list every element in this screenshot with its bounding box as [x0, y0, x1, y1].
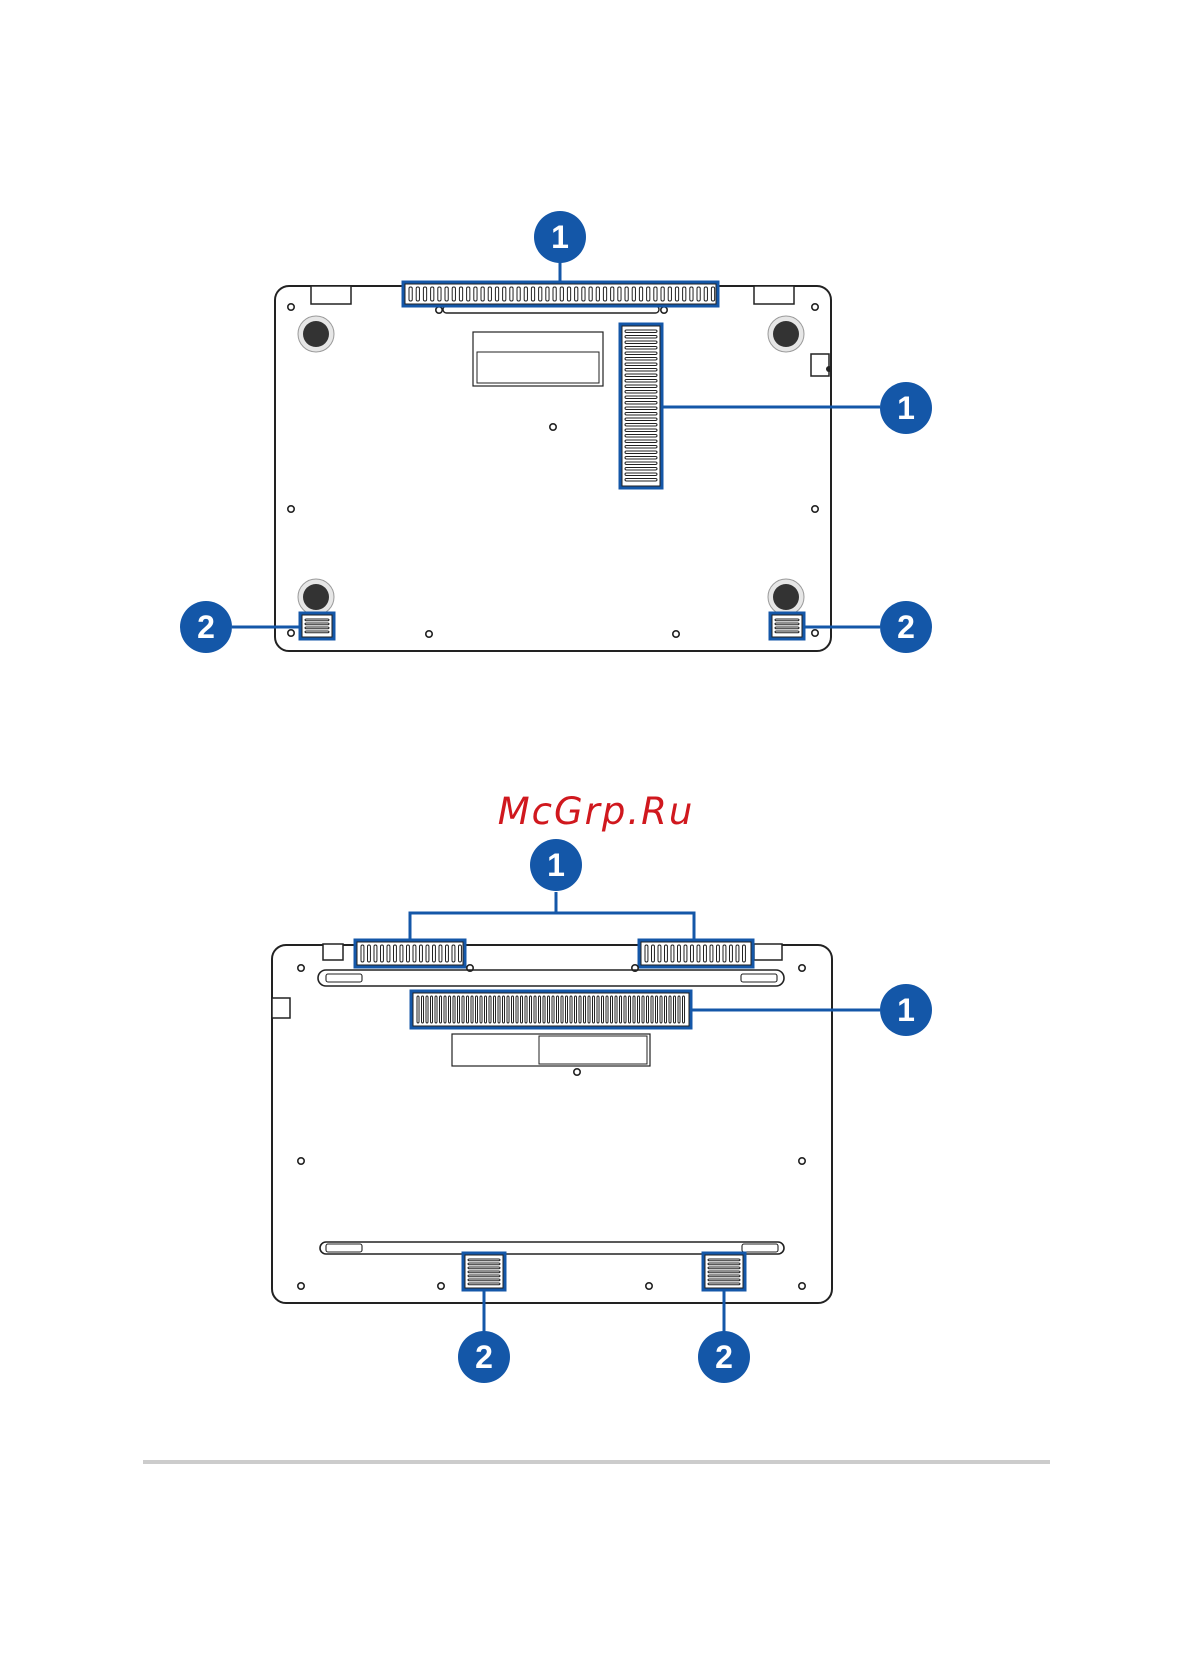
lock-slot-dot: [826, 366, 832, 372]
strip-pad: [326, 974, 362, 982]
callout-number: 2: [197, 609, 215, 645]
hinge-tab: [323, 944, 343, 960]
callout-1-top-vents: 1: [534, 211, 586, 263]
watermark-text: McGrp.Ru: [0, 790, 1192, 833]
callout-1-center-vents: 1: [880, 984, 932, 1036]
left-speaker: [302, 615, 332, 637]
callout-number: 2: [897, 609, 915, 645]
rubber-foot-inner: [303, 321, 329, 347]
callout-2-left-speaker: 2: [458, 1331, 510, 1383]
right-speaker: [772, 615, 802, 637]
label-plate-inner: [477, 352, 599, 383]
label-plate-inner: [539, 1036, 647, 1064]
callout-number: 1: [897, 390, 915, 426]
hinge-tab: [311, 286, 351, 304]
callout-number: 1: [547, 847, 565, 883]
callout-1-side-vents: 1: [880, 382, 932, 434]
rubber-foot-inner: [773, 584, 799, 610]
callout-2-right-speaker: 2: [698, 1331, 750, 1383]
laptop-bottom-view-2: 1 1 2 2: [272, 839, 932, 1383]
callout-1-top-vents: 1: [530, 839, 582, 891]
callout-number: 2: [475, 1339, 493, 1375]
rubber-foot-inner: [773, 321, 799, 347]
laptop-bottom-view-1: 1 1 2 2: [180, 211, 932, 653]
callout-bracket: [410, 913, 694, 940]
center-air-vents: [413, 993, 689, 1026]
rubber-foot-inner: [303, 584, 329, 610]
lock-slot-icon: [811, 354, 829, 376]
lock-slot-icon: [272, 998, 290, 1018]
strip-pad: [326, 1244, 362, 1252]
callout-2-left-speaker: 2: [180, 601, 232, 653]
hinge-tab: [754, 286, 794, 304]
callout-number: 1: [551, 219, 569, 255]
callout-2-right-speaker: 2: [880, 601, 932, 653]
strip-pad: [742, 1244, 778, 1252]
strip-pad: [741, 974, 777, 982]
callout-number: 2: [715, 1339, 733, 1375]
rubber-strip: [318, 970, 784, 986]
hinge-tab: [754, 944, 782, 960]
callout-number: 1: [897, 992, 915, 1028]
